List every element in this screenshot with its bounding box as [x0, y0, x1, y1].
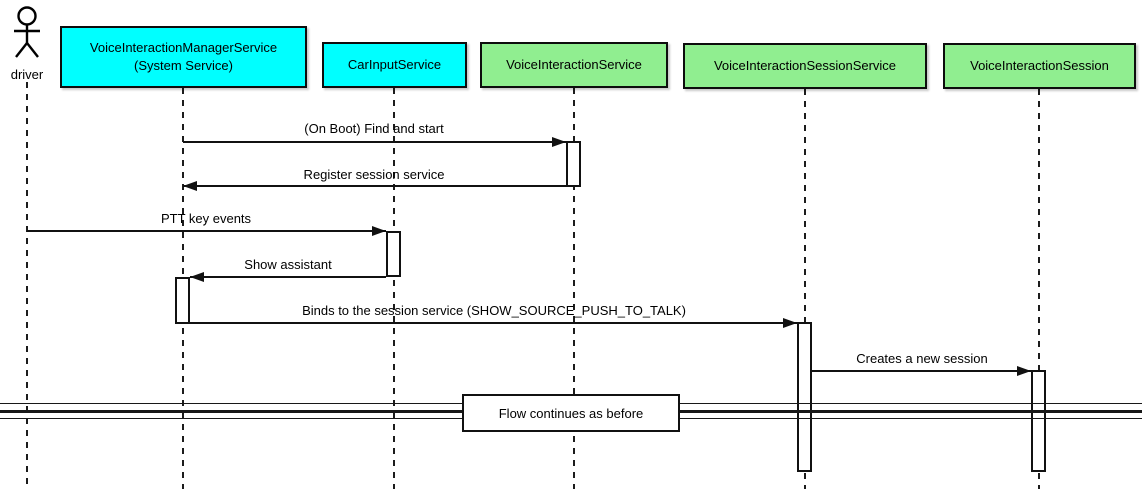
message-line — [27, 230, 386, 232]
message-label: Register session service — [303, 167, 445, 182]
message-line — [183, 141, 566, 143]
participant-voiceinteractionservice: VoiceInteractionService — [480, 42, 668, 88]
message-line — [183, 185, 566, 187]
divider-label-box: Flow continues as before — [462, 394, 680, 432]
lifeline-voiceinteractionsessionservice — [804, 89, 806, 489]
activation-carinputservice — [386, 231, 401, 277]
arrowhead-right-icon — [1017, 366, 1031, 376]
actor-label: driver — [10, 67, 44, 82]
activation-voiceinteractionsessionservice — [797, 322, 812, 472]
message-line — [190, 276, 386, 278]
arrowhead-right-icon — [783, 318, 797, 328]
lifeline-voiceinteractionservice — [573, 88, 575, 489]
participant-voiceinteractionsession: VoiceInteractionSession — [943, 43, 1136, 89]
actor-icon — [14, 6, 40, 58]
lifeline-driver — [26, 82, 28, 489]
participant-voiceinteractionmanagerservice: VoiceInteractionManagerService (System S… — [60, 26, 307, 88]
lifeline-carinputservice — [393, 88, 395, 489]
activation-voiceinteractionmanagerservice — [175, 277, 190, 324]
actor-driver: driver — [6, 4, 48, 82]
participant-carinputservice: CarInputService — [322, 42, 467, 88]
activation-voiceinteractionservice — [566, 141, 581, 187]
message-line — [812, 370, 1031, 372]
arrowhead-left-icon — [183, 181, 197, 191]
activation-voiceinteractionsession — [1031, 370, 1046, 472]
message-label: Binds to the session service (SHOW_SOURC… — [302, 303, 686, 318]
arrowhead-right-icon — [552, 137, 566, 147]
message-label: PTT key events — [160, 211, 252, 226]
participant-voiceinteractionsessionservice: VoiceInteractionSessionService — [683, 43, 927, 89]
message-label: Show assistant — [244, 257, 332, 272]
message-label: Creates a new session — [856, 351, 988, 366]
message-line — [190, 322, 797, 324]
message-label: (On Boot) Find and start — [304, 121, 444, 136]
arrowhead-left-icon — [190, 272, 204, 282]
arrowhead-right-icon — [372, 226, 386, 236]
lifeline-voiceinteractionsession — [1038, 89, 1040, 489]
